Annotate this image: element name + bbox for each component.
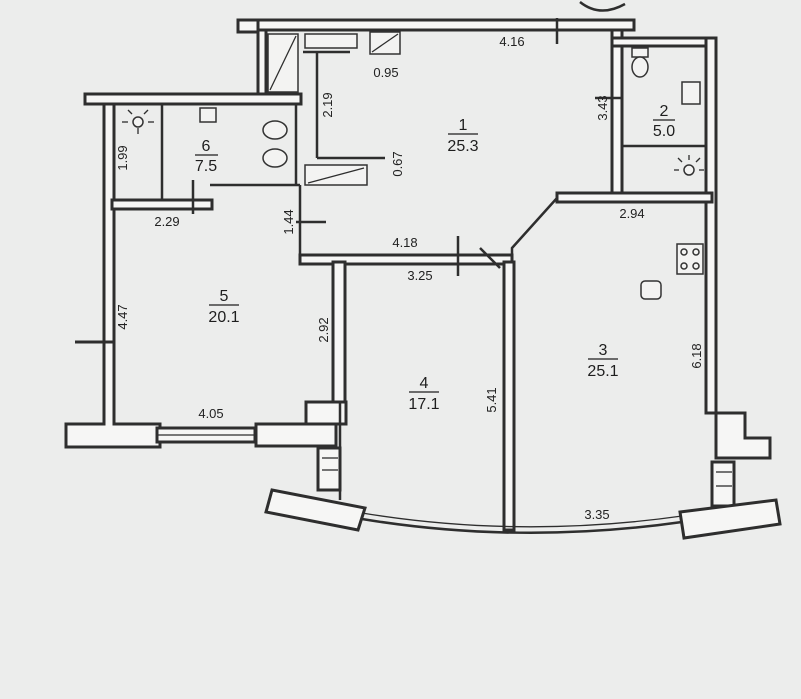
partition-diagonal: [510, 197, 558, 262]
wall-right-step: [714, 411, 772, 460]
shower-lamp-icon: [674, 155, 704, 176]
wall-top: [236, 18, 636, 32]
sink-icon: [262, 148, 288, 168]
stove-icon: [676, 243, 704, 275]
room-area: 25.1: [587, 363, 618, 380]
wall-wc-top: [610, 36, 718, 48]
wall-left-top: [256, 28, 268, 102]
wall-right: [704, 36, 718, 415]
room-6-label: 6 7.5: [195, 138, 218, 175]
outer-walls: [64, 18, 782, 540]
partitions: [110, 50, 714, 532]
fixtures: [122, 31, 704, 300]
wall-room5-room4: [331, 260, 347, 404]
dim-room5-right: 2.92: [316, 317, 331, 342]
room-4-label: 4 17.1: [408, 375, 439, 413]
dim-room5-bottom: 4.05: [198, 406, 223, 421]
room-area: 5.0: [653, 123, 675, 140]
wall-right-upper: [610, 28, 624, 200]
dim-wc-width: 3.43: [595, 95, 610, 120]
toilet-icon: [199, 107, 217, 123]
pillar-right: [710, 460, 736, 508]
dim-room3-right: 6.18: [689, 343, 704, 368]
dim-room6-width: 2.29: [154, 214, 179, 229]
dim-top-wall: 4.16: [499, 34, 524, 49]
wall-room6-bottom: [110, 198, 214, 211]
wall-bottom-left: [254, 422, 338, 448]
sink-icon: [681, 81, 701, 105]
dim-hall-left: 2.19: [320, 92, 335, 117]
balcony-left: [264, 488, 367, 532]
balcony-glazing-outer: [361, 517, 683, 535]
room-number: 4: [420, 375, 429, 392]
room-area: 25.3: [447, 138, 478, 155]
room-number: 2: [660, 103, 669, 120]
room-labels: 1 25.3 2 5.0 3 25.1 4 17.1 5 20.1 6 7.5: [195, 103, 675, 413]
toilet-icon: [262, 120, 288, 140]
dim-closet-width: 0.95: [373, 65, 398, 80]
dim-corridor-jog: 1.44: [281, 209, 296, 234]
balcony-glazing-inner: [361, 512, 683, 528]
dim-room4-right: 5.41: [484, 387, 499, 412]
room-area: 17.1: [408, 396, 439, 413]
arc-top-right: [579, 1, 626, 12]
wall-left-top-block: [83, 92, 303, 106]
room-5-label: 5 20.1: [208, 288, 239, 326]
room-area: 20.1: [208, 309, 239, 326]
room-area: 7.5: [195, 158, 217, 175]
wall-corner-tl: [236, 18, 260, 34]
room-number: 6: [202, 138, 211, 155]
room-3-label: 3 25.1: [587, 342, 618, 380]
room-number: 3: [599, 342, 608, 359]
dim-room3-bottom: 3.35: [584, 507, 609, 522]
dim-room4-top: 3.25: [407, 268, 432, 283]
wall-room4-room3: [502, 260, 516, 532]
dim-partition-short: 0.67: [390, 151, 405, 176]
dim-bath-height: 1.99: [115, 145, 130, 170]
shelf-icon: [304, 33, 358, 49]
wall-room3-top: [555, 191, 714, 204]
dimension-labels: 4.16 0.95 2.19 0.67 1.99 3.43 1.44 2.29 …: [115, 34, 704, 522]
kitchen-sink-icon: [640, 280, 662, 300]
wall-bottom-step: [304, 400, 348, 426]
room-number: 1: [459, 117, 468, 134]
room-1-label: 1 25.3: [447, 117, 478, 155]
dim-room3-top: 2.94: [619, 206, 644, 221]
balcony-right: [678, 498, 782, 540]
door-marks: [191, 18, 622, 276]
room-number: 5: [220, 288, 229, 305]
toilet-icon: [631, 47, 649, 78]
dim-room5-left: 4.47: [115, 304, 130, 329]
shower-lamp-icon: [122, 109, 154, 134]
dim-hall-bottom: 4.18: [392, 235, 417, 250]
room-2-label: 2 5.0: [653, 103, 675, 140]
pillar-left: [316, 446, 342, 492]
pillar-hatch: [322, 457, 732, 487]
wall-left-protrusion: [64, 340, 162, 449]
